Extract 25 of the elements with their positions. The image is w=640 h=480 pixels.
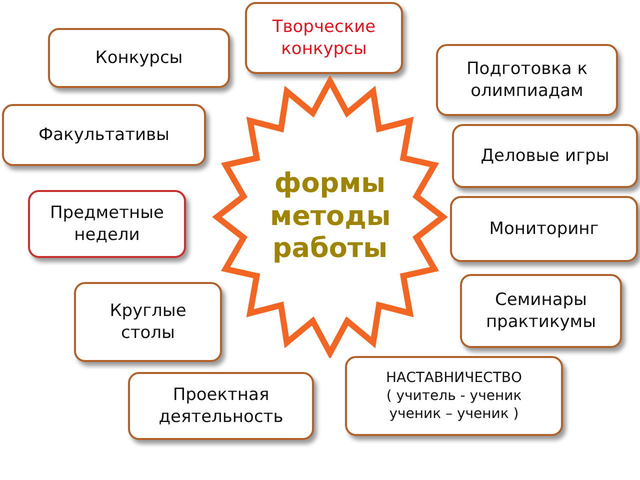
box-label: Проектная деятельность <box>158 384 284 428</box>
box-label: Деловые игры <box>480 144 610 168</box>
box-label: Мониторинг <box>489 218 599 240</box>
box-label: Подготовка к олимпиадам <box>466 58 588 102</box>
rounded-box <box>452 124 638 188</box>
center-title: формы методы работы <box>270 168 390 266</box>
starburst-shape <box>212 76 448 358</box>
box-label: Конкурсы <box>95 46 183 70</box>
rounded-box <box>128 372 314 440</box>
rounded-box <box>460 274 622 348</box>
box-label: НАСТАВНИЧЕСТВО <box>386 368 522 387</box>
box-label: ( учитель - ученик ученик – ученик ) <box>385 386 523 424</box>
box-label: Предметные недели <box>49 202 165 246</box>
box-label: Творческие конкурсы <box>271 16 377 60</box>
rounded-box <box>2 104 206 166</box>
rounded-box <box>48 28 230 88</box>
rounded-box <box>74 282 222 362</box>
rounded-box <box>28 190 186 258</box>
box-label: Круглые столы <box>108 300 188 344</box>
rounded-box <box>450 196 638 262</box>
box-label: Семинары практикумы <box>484 288 598 334</box>
rounded-box <box>245 2 403 74</box>
rounded-box <box>345 356 563 436</box>
box-label: Факультативы <box>38 124 170 146</box>
rounded-box <box>436 44 618 116</box>
